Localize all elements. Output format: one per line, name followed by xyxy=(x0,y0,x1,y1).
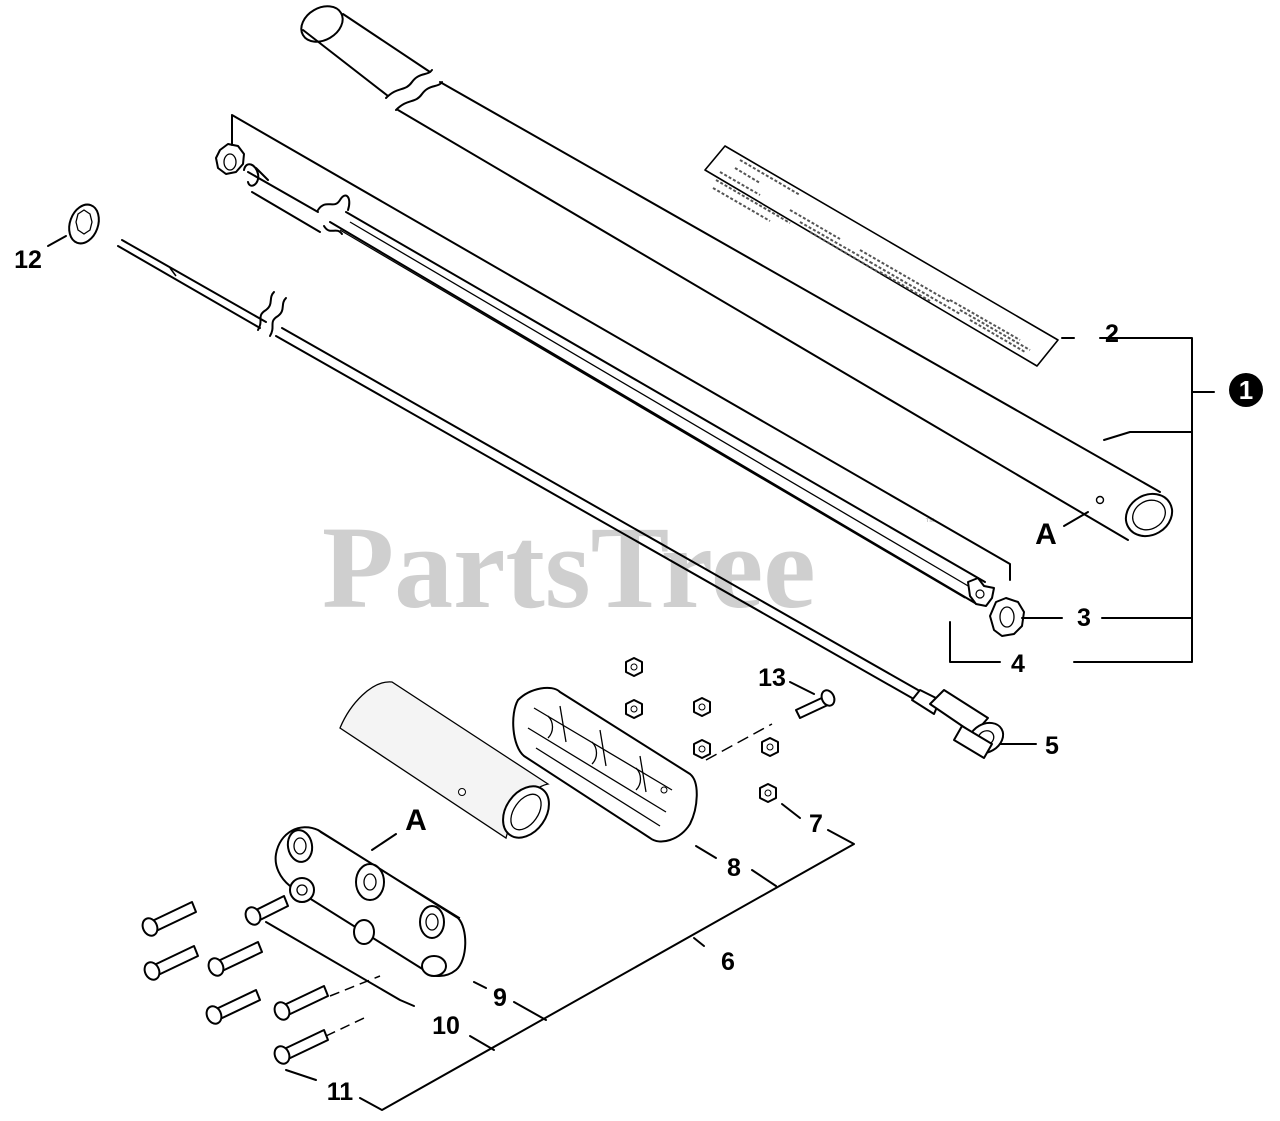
watermark: PartsTree ™ xyxy=(322,502,935,633)
assembly-marker-number: 1 xyxy=(1239,375,1253,405)
callout-2[interactable]: 2 xyxy=(1105,320,1119,348)
drive-shaft[interactable] xyxy=(117,239,1009,759)
reference-marks: A A xyxy=(405,518,1057,837)
callout-13[interactable]: 13 xyxy=(758,664,786,692)
callout-4[interactable]: 4 xyxy=(1011,650,1025,678)
callout-10[interactable]: 10 xyxy=(432,1012,460,1040)
nut-5[interactable] xyxy=(761,737,779,757)
nut-7[interactable] xyxy=(759,783,777,803)
assembly-marker: 1 xyxy=(1229,373,1263,407)
bolt-5[interactable] xyxy=(272,985,329,1022)
liner-bushing-top[interactable] xyxy=(215,143,245,175)
watermark-trademark: ™ xyxy=(925,517,935,528)
reference-mark-a-upper: A xyxy=(1035,518,1057,551)
bolt-3[interactable] xyxy=(206,941,263,978)
bolt-2[interactable] xyxy=(142,945,199,982)
leader-lines xyxy=(47,114,1215,1111)
tube-section-lower xyxy=(339,681,550,840)
reference-mark-a-lower: A xyxy=(405,804,427,837)
bolt-4[interactable] xyxy=(204,989,261,1026)
warning-decal xyxy=(704,145,1059,367)
nut-3[interactable] xyxy=(693,697,711,717)
clamp-upper-half[interactable] xyxy=(512,686,698,843)
callout-6[interactable]: 6 xyxy=(721,948,735,976)
bolt-6[interactable] xyxy=(272,1029,329,1066)
callout-8[interactable]: 8 xyxy=(727,854,741,882)
callout-12[interactable]: 12 xyxy=(14,246,42,274)
bolt-13[interactable] xyxy=(795,688,837,719)
nut-4[interactable] xyxy=(693,739,711,759)
callout-11[interactable]: 11 xyxy=(327,1078,354,1106)
callout-9[interactable]: 9 xyxy=(493,984,507,1012)
bolt-10[interactable] xyxy=(243,895,289,927)
callout-3[interactable]: 3 xyxy=(1077,604,1091,632)
callout-5[interactable]: 5 xyxy=(1045,732,1059,760)
watermark-text: PartsTree xyxy=(322,502,816,633)
washer[interactable] xyxy=(64,200,104,247)
outer-tube[interactable] xyxy=(295,0,1180,544)
bolt-1[interactable] xyxy=(140,901,197,938)
callout-7[interactable]: 7 xyxy=(809,810,823,838)
clamp-lower-half[interactable] xyxy=(274,826,467,977)
shaft-liner[interactable] xyxy=(243,163,995,607)
nut-1[interactable] xyxy=(625,657,643,677)
nut-2[interactable] xyxy=(625,699,643,719)
callout-labels: 2 3 4 5 6 7 8 9 10 11 12 13 xyxy=(14,246,1119,1106)
liner-bushing-bottom[interactable] xyxy=(989,597,1025,637)
